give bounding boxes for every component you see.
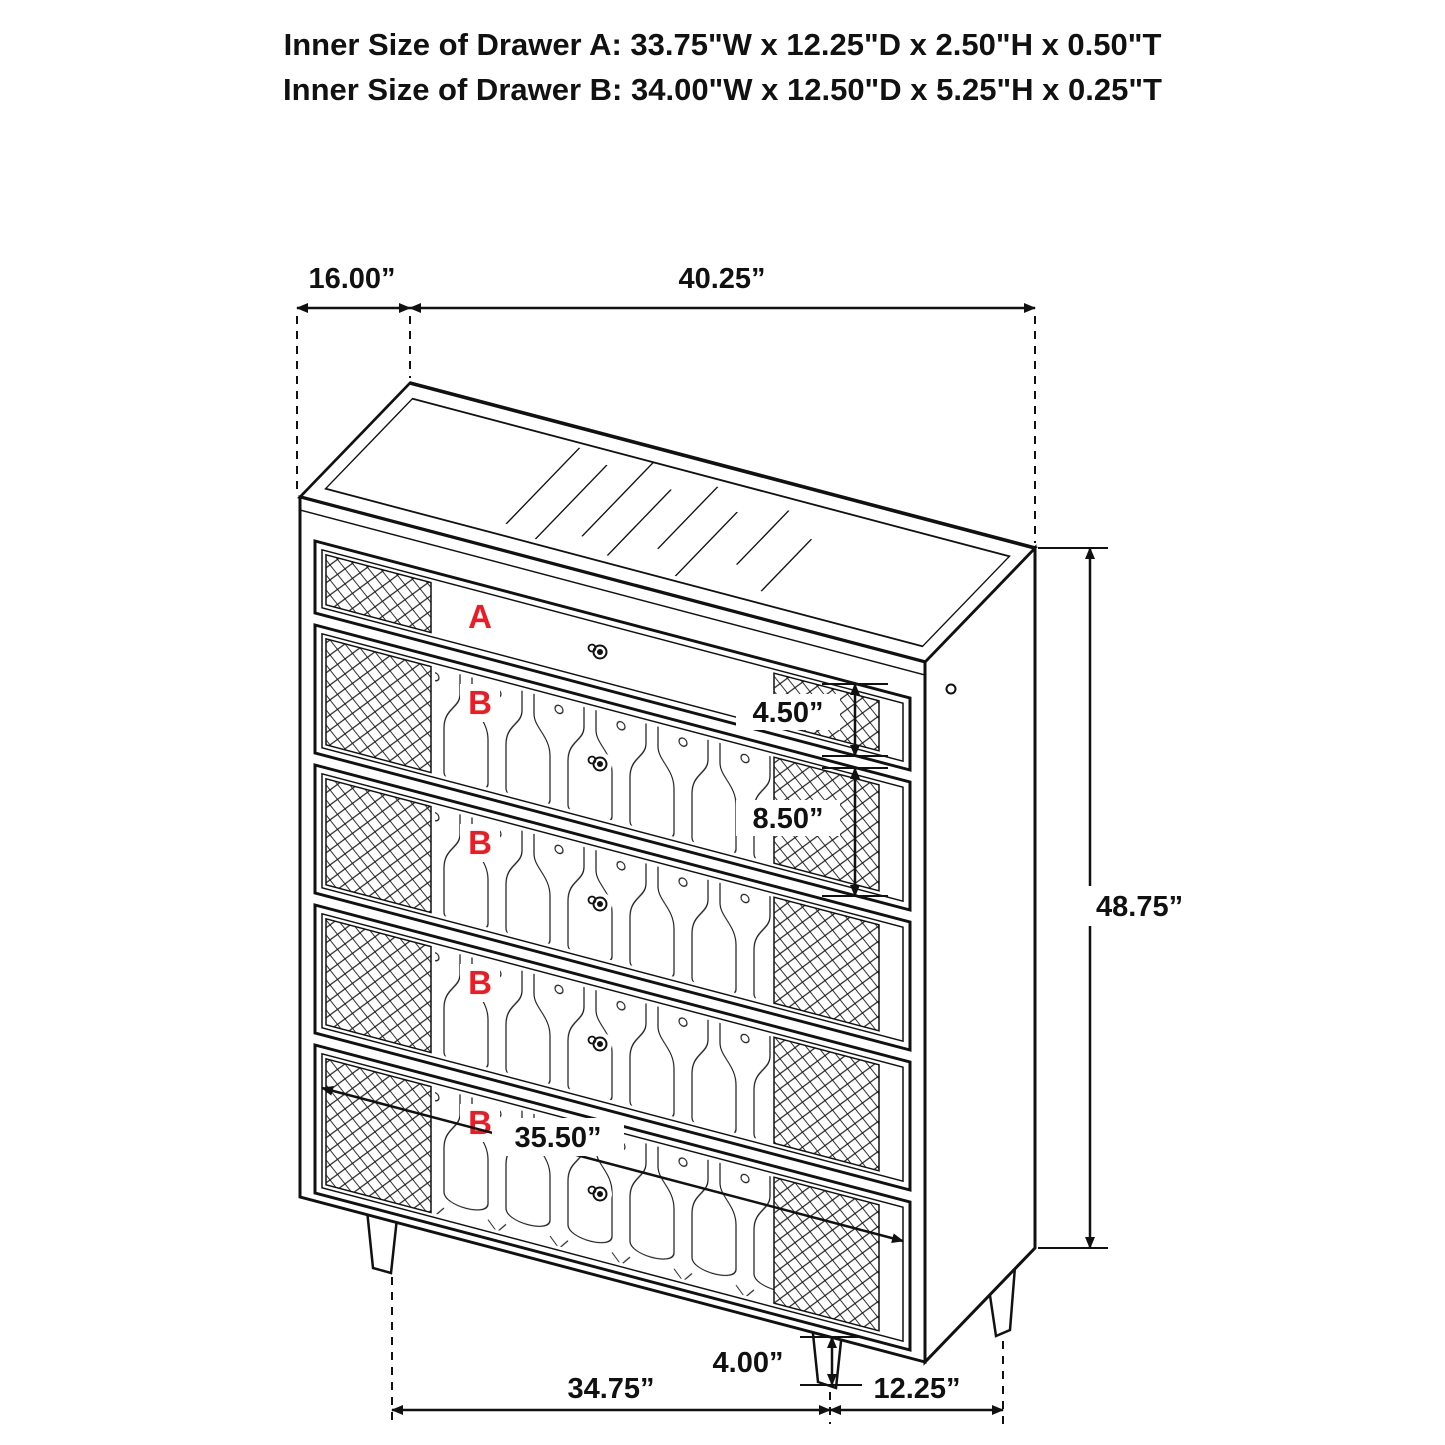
drawer-label-a: A [468,598,492,635]
drawer-a-inner-size-text: Inner Size of Drawer A: 33.75"W x 12.25"… [283,27,1162,62]
drawer-b2-knob-icon [587,892,612,916]
right-side-panel [923,544,1037,1366]
dim-label-base-depth: 12.25” [873,1373,960,1405]
drawer-b1-left-lattice [325,637,432,774]
drawer-b4-left-lattice [325,1057,432,1214]
drawer-b2-left-lattice [325,777,432,914]
drawer-b4-knob-icon [587,1182,612,1206]
header-inner-sizes: Inner Size of Drawer A: 33.75"W x 12.25"… [0,22,1445,112]
dim-label-leg-height: 4.00” [713,1347,784,1379]
drawer-b2-right-lattice [773,896,880,1032]
dim-line-drawer-front-width [321,1085,904,1244]
dim-label-drawer-a-height: 4.50” [753,697,824,729]
drawer-b3-left-lattice [325,917,432,1054]
drawer-a-knob-icon [587,640,612,664]
chest-top [297,381,1038,664]
drawer-b1-knob-icon [587,752,612,776]
dim-label-drawer-b-height: 8.50” [753,803,824,835]
drawer-label-b4: B [468,1104,492,1141]
dim-label-base-width: 34.75” [567,1373,654,1405]
drawer-b-inner-size-text: Inner Size of Drawer B: 34.00"W x 12.50"… [283,72,1162,107]
drawer-label-b2: B [468,824,492,861]
dim-label-top-depth: 16.00” [308,263,395,295]
dim-label-top-width: 40.25” [678,263,765,295]
top-shine-lines [505,447,813,592]
drawer-label-b1: B [468,684,492,721]
drawer-b3-knob-icon [587,1032,612,1056]
side-peg-hole-icon [945,683,957,695]
dim-label-overall-height: 48.75” [1096,891,1183,923]
chest-right-side [923,544,1037,1366]
drawer-label-b3: B [468,964,492,1001]
dim-label-drawer-front-width: 35.50” [514,1122,601,1154]
chest-drawing [297,381,1038,1390]
drawer-b4-right-lattice [773,1176,880,1332]
dimension-labels: 16.00” 40.25” 4.50” 8.50” 48.75” 35.50” … [308,263,1208,1405]
drawer-a-left-lattice [325,553,432,634]
